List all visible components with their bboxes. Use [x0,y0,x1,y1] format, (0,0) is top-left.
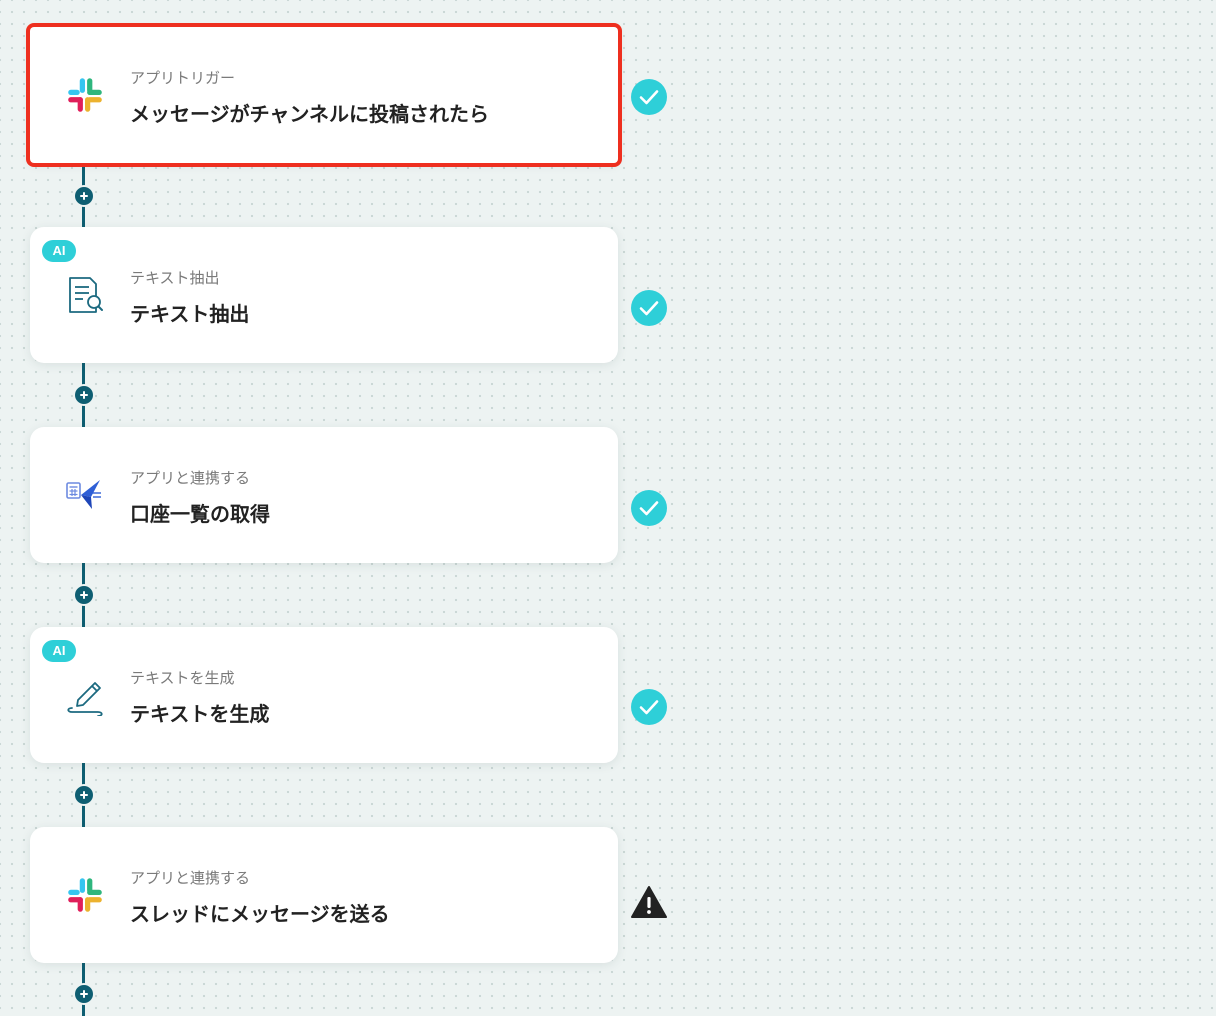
accounting-app-icon [64,474,106,516]
step-card-text-extraction[interactable]: AI テキスト抽出 テキスト抽出 [30,227,618,363]
success-check-icon [630,289,668,327]
step-title: 口座一覧の取得 [130,502,270,526]
step-title: スレッドにメッセージを送る [130,902,390,926]
step-title: テキストを生成 [130,702,270,726]
step-card-slack-trigger[interactable]: アプリトリガー メッセージがチャンネルに投稿されたら [30,27,618,163]
step-card-account-list[interactable]: アプリと連携する 口座一覧の取得 [30,427,618,563]
add-step-button[interactable] [73,185,95,207]
ai-badge: AI [42,240,76,262]
step-title: メッセージがチャンネルに投稿されたら [130,102,489,126]
slack-icon [64,874,106,916]
success-check-icon [630,688,668,726]
step-category-label: テキストを生成 [130,669,235,687]
ai-badge: AI [42,640,76,662]
step-category-label: アプリと連携する [130,469,251,487]
warning-icon [630,884,668,922]
step-category-label: テキスト抽出 [130,269,220,287]
step-card-slack-thread-reply[interactable]: アプリと連携する スレッドにメッセージを送る [30,827,618,963]
add-step-button[interactable] [73,384,95,406]
slack-icon [64,74,106,116]
add-step-button[interactable] [73,584,95,606]
success-check-icon [630,78,668,116]
success-check-icon [630,489,668,527]
add-step-button[interactable] [73,784,95,806]
step-title: テキスト抽出 [130,302,250,326]
pen-icon [64,674,106,716]
add-step-button[interactable] [73,983,95,1005]
step-category-label: アプリトリガー [130,69,236,87]
step-card-text-generation[interactable]: AI テキストを生成 テキストを生成 [30,627,618,763]
document-search-icon [64,274,106,316]
step-category-label: アプリと連携する [130,869,251,887]
